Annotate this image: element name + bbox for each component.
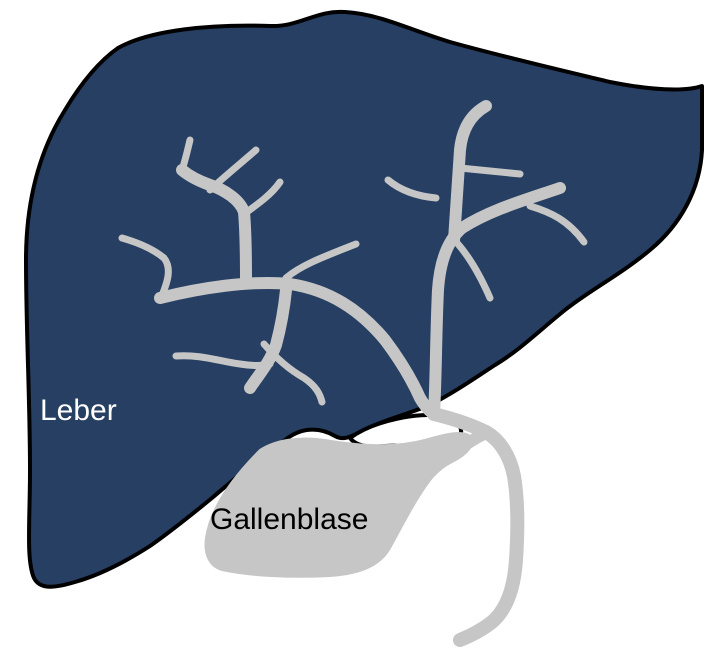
liver-label: Leber [40, 394, 117, 427]
gallbladder-label: Gallenblase [210, 503, 368, 536]
